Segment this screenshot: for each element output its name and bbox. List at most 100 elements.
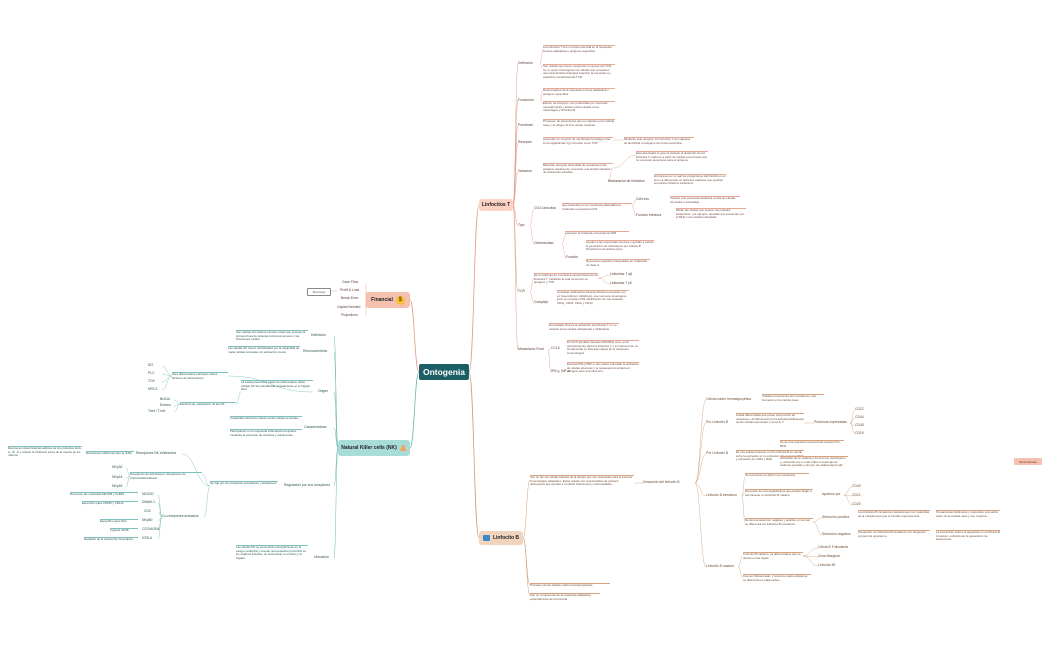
link-nk-fc2 (173, 403, 181, 413)
lt-mecanismo-label[interactable]: Mecanismo Final (518, 347, 544, 351)
lb-celula-madre-label[interactable]: Célula madre hematopoyética (706, 397, 752, 401)
nk-inhibitory-label[interactable]: Receptores NK inhibitorios (136, 451, 177, 455)
nk-caracteristicas-label[interactable]: Características (304, 425, 327, 429)
lb-proteinas-label[interactable]: Proteínas expresadas (814, 420, 847, 424)
link-nk-co1 (157, 502, 163, 518)
lb-sel-neg-s1: Interacción con linfocitos B inmaduros c… (858, 530, 930, 538)
summary-box[interactable]: Summary (307, 288, 331, 296)
nk-factores-label[interactable]: Factores de maduración de las NK (180, 402, 236, 407)
link-lt-def1 (539, 48, 544, 65)
lt-variacion-label[interactable]: Variación (518, 169, 532, 173)
topic-linfocito-b[interactable]: Linfocito B (479, 531, 523, 545)
fin-item-projections[interactable]: Projections (341, 313, 358, 317)
link-nk-1 (333, 351, 339, 449)
lt-tcr-text: Es la molécula de membrana característic… (534, 273, 598, 285)
lb-pre-text: Se de una expresión temporal del recepto… (780, 440, 844, 448)
root-topic-ontogenia[interactable]: Ontogenia (419, 364, 469, 380)
link-lb-d2 (694, 453, 707, 484)
fin-item-break-even[interactable]: Break Even (341, 296, 359, 300)
nk-activating-label[interactable]: Receptores de activadores / Receptores d… (130, 472, 202, 480)
lt-cd4-text: que presentan en su membrana plasmática … (562, 203, 632, 211)
lt-funcion-efectora-label[interactable]: Función efectora (636, 213, 662, 217)
lb-sel-neg-label[interactable]: Selección negativa (822, 532, 851, 536)
floating-topic[interactable]: Tema flotante (1014, 458, 1042, 465)
lb-sel-pos-label[interactable]: Selección positiva (822, 515, 850, 519)
fin-item-cash-flow[interactable]: Cash Flow (342, 280, 359, 284)
lb-pro-label[interactable]: Pro Linfocito B (706, 420, 729, 424)
lt-complejo-label[interactable]: Complejo (534, 300, 549, 304)
lt-cd8-label[interactable]: Citotoxicidad (534, 241, 554, 245)
lt-maduracion-label[interactable]: Maduración de linfocitos (608, 179, 645, 183)
lt-ifn-text: Expresa IFN-γ/TNF-α, las cuales estimula… (567, 362, 639, 374)
link-nk-corr (203, 485, 211, 518)
flask-icon (399, 445, 407, 451)
nk-origen-label[interactable]: Origen (318, 389, 329, 393)
lt-cel-label[interactable]: Cel/Lecc (636, 197, 650, 201)
nk-definicion-label[interactable]: Definición (311, 333, 326, 337)
link-nk-mk2 (161, 375, 173, 383)
nk-ubicacion-text: Las células NK se encuentran principalme… (236, 545, 308, 560)
summary-label: Summary (312, 290, 326, 294)
lt-receptor-label[interactable]: Receptor (518, 140, 532, 144)
lt-tipo-label[interactable]: Tipo (518, 223, 525, 227)
lb-inmaduro-label[interactable]: Linfocito B inmaduro (706, 493, 737, 497)
nk-corr-label[interactable]: Co-receptores activados (162, 514, 199, 518)
lb-seleccion-label[interactable]: Aparece por (822, 492, 841, 496)
nk-corr-v-0: Reconoce las moléculas MICA/B y ULBPs (70, 492, 138, 497)
nk-receptores-text: Se rige por los receptores activadores y… (210, 481, 278, 486)
lt-ccl5-label[interactable]: CCL5 (551, 346, 560, 350)
link-nk-3 (333, 427, 339, 449)
lt-funciones-label[interactable]: Funciones (518, 98, 534, 102)
lt-funciones-2: Efector de infección: son producidas por… (543, 101, 615, 113)
link-nk-act (201, 473, 211, 487)
lb-celula-madre-text: Células provenientes del mesodermo, que … (762, 394, 824, 402)
link-root-nk (409, 371, 420, 449)
nk-corr-k-1: DNAM-1 (142, 500, 155, 504)
lb-protein-3: CD19 (855, 431, 864, 435)
lb-sel-cd-2: CD20 (852, 502, 861, 506)
topic-nk-cells[interactable]: Natural Killer cells (NK) (338, 440, 410, 456)
link-nk-m (227, 375, 314, 393)
lt-provienen-label[interactable]: Provienen (518, 123, 534, 127)
nk-corr-k-2: CD2 (144, 509, 151, 513)
id-card-icon (482, 535, 490, 541)
nk-inhibitory-sub: Reconocen determinantes alélicos de los … (8, 446, 82, 458)
lb-inm-text: Se reconocen en IgM en su membrana. (745, 473, 809, 478)
link-lb-intro (522, 479, 531, 539)
lb-pre-label[interactable]: Pre Linfocito B (706, 451, 729, 455)
lt-ifn-label[interactable]: IFN-γ, INF-α (551, 369, 570, 373)
link-nk-co2 (157, 511, 163, 518)
lt-definicion-label[interactable]: Definición (518, 61, 533, 65)
link-lb-mi2 (802, 555, 819, 567)
lt-cd4-label[interactable]: CD4 Linfocitos (534, 206, 557, 210)
nk-ubicacion-label[interactable]: Ubicación (314, 555, 329, 559)
lt-complejo-text: Complejo multimérico transmembrana compu… (557, 290, 629, 305)
lb-maduro-label[interactable]: Linfocito B maduro (706, 564, 735, 568)
link-lb-d4 (694, 482, 707, 568)
nk-origen-intro: La célula precursora capaz de diferencia… (241, 380, 313, 392)
nk-corr-k-5: NTB-A (142, 536, 153, 540)
lt-funcion-label[interactable]: Función (566, 255, 579, 259)
lb-maduro-item-1: Zona Marginal (818, 554, 840, 558)
lt-funciones-1: Responsables de la respuesta inmune adap… (543, 88, 615, 96)
topic-financial[interactable]: Financial$ (366, 292, 410, 308)
link-lt-ifn (547, 349, 552, 373)
fin-item-capital-needed[interactable]: Capital Needed (337, 305, 361, 309)
link-lt-var2 (607, 167, 614, 183)
lb-desarrollo-label[interactable]: Desarrollo del linfocito B (643, 480, 680, 484)
lb-sel-pos-text: Se da una selección negativa y positiva,… (745, 518, 813, 526)
link-lt-cel (631, 199, 637, 207)
lt-tcr-label[interactable]: TCR (518, 289, 525, 293)
lb-inm-text2: Expresión de inmunoglobulinas que pueden… (745, 489, 813, 497)
link-nk-inh (181, 453, 211, 487)
topic-linfocitos-t[interactable]: Linfocitos T (479, 199, 513, 211)
nk-receptores-label[interactable]: Regulación por sus receptores (284, 483, 330, 487)
fin-item-profit-loss[interactable]: Profit & Loss (340, 288, 360, 292)
link-nk-5 (333, 447, 339, 559)
nk-factor-bcl11b: Bcl11b (160, 397, 171, 401)
lb-sel-cd-0: CD40 (852, 484, 861, 488)
nk-reconocimiento-label[interactable]: Reconocimiento (303, 349, 328, 353)
dollar-coin-icon: $ (395, 295, 405, 305)
topic-linfocitos-t-label: Linfocitos T (481, 202, 511, 208)
